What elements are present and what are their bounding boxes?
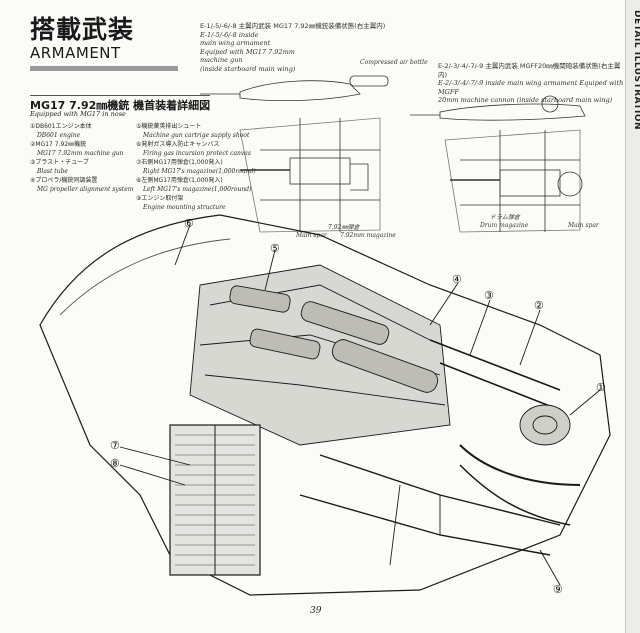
title-underline [30,66,178,71]
callout-5: ⑤ [270,242,280,255]
note-mg17-wing: E-1/-5/-6/-8 主翼内武装 MG17 7.92㎜機銃装備状態(右主翼内… [200,22,386,73]
callout-8: ⑧ [110,457,120,470]
callout-7: ⑦ [110,439,120,452]
note-mgff-wing: E-2/-3/-4/-7/-9 主翼内武装 MGFF20㎜機関砲装備状態(右主翼… [438,62,624,104]
nose-armament-cutaway: ① ② ③ ④ ⑤ ⑥ ⑦ ⑧ ⑨ [39,214,611,596]
page-title-en: ARMAMENT [30,44,121,62]
label-mm-left: 7.92㎜弾倉 [328,224,360,231]
section-title: MG17 7.92㎜機銃 機首装着詳細図 [30,99,211,112]
label-main-spar-left: Main spar [296,232,327,239]
callout-3: ③ [484,289,494,302]
callout-1: ① [596,381,606,394]
callout-9: ⑨ [553,583,563,596]
callout-6: ⑥ [184,217,194,230]
label-magazine-left: 7.92mm magazine [340,232,396,239]
label-compressed-air: Compressed air bottle [360,59,428,66]
side-label: DETAIL ILLUSTRATION [632,10,640,131]
section-rule [30,95,210,96]
section-subtitle: Equipped with MG17 in nose [30,110,126,118]
page-number: 39 [310,606,322,616]
callout-2: ② [534,299,544,312]
side-bar [625,0,640,633]
callout-4: ④ [452,273,462,286]
label-main-spar-right: Main spar [568,222,599,229]
wing-armament-diagrams [200,75,586,233]
label-mm-right: ドラム弾倉 [490,214,520,221]
page-title-jp: 搭載武装 [30,15,135,44]
label-drum-magazine: Drum magazine [480,222,529,229]
